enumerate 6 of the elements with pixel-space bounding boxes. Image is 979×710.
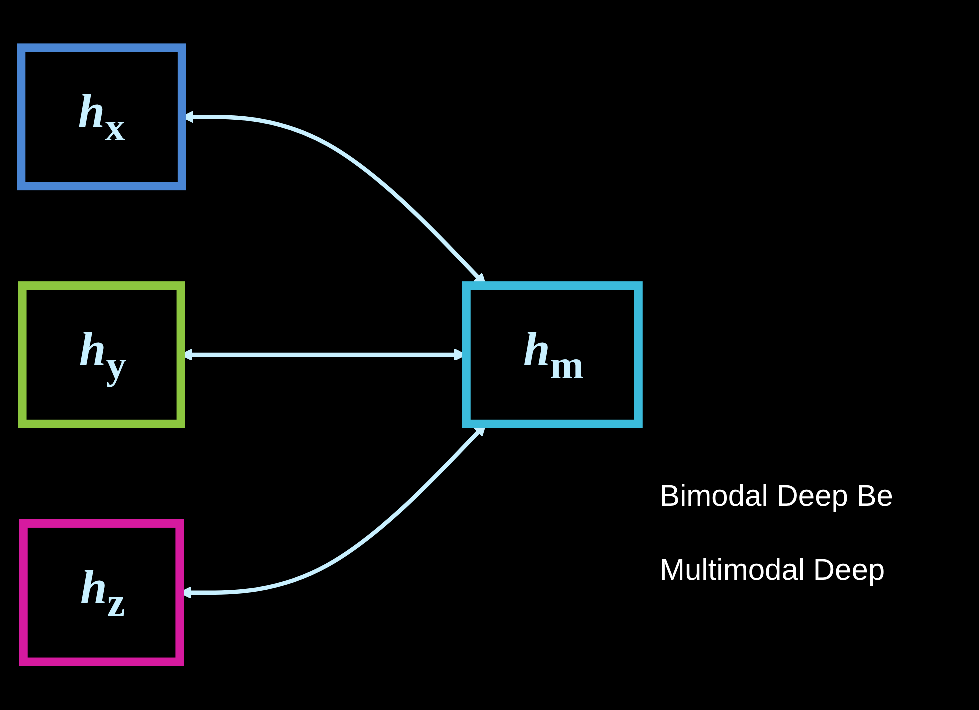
node-box: h$_{z}$ [19,519,184,666]
caption-text: Multimodal Deep [660,554,886,588]
node-box: h$_{y}$ [18,282,186,428]
caption-text: Bimodal Deep Be [660,480,894,514]
node-box: h$_{x}$ [17,44,186,191]
node-box: h$_{m}$ [462,282,643,428]
